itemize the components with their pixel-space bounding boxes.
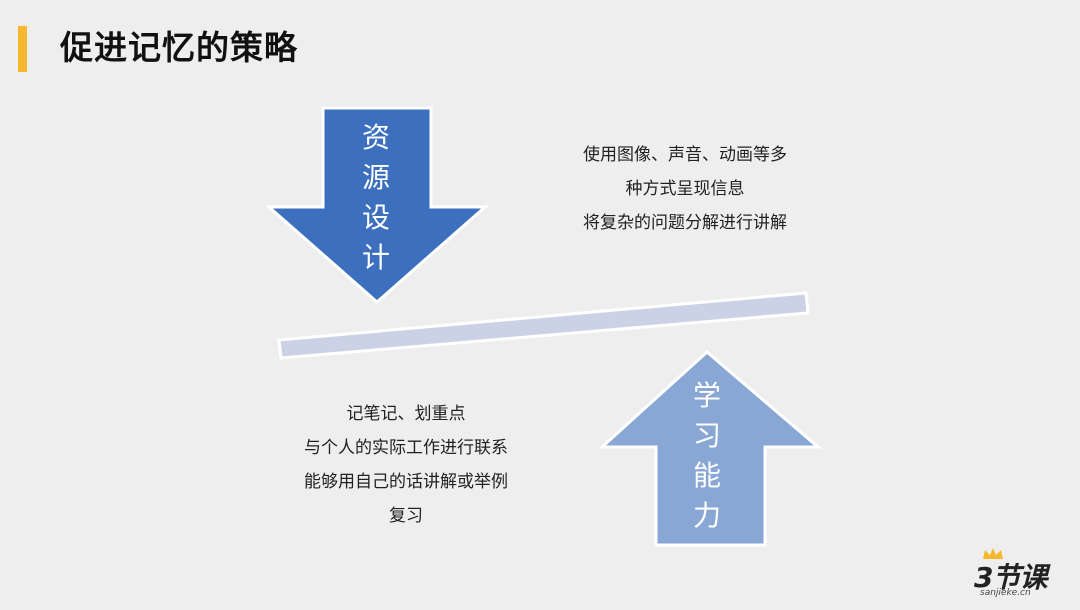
learning-note-line: 与个人的实际工作进行联系	[304, 438, 508, 458]
resource-down-arrow	[265, 106, 489, 304]
resource-label-char: 资	[361, 121, 390, 154]
logo-wordmark: 3节课	[974, 561, 1047, 594]
logo-domain: sanjieke.cn	[980, 588, 1031, 598]
resource-notes: 使用图像、声音、动画等多 种方式呈现信息 将复杂的问题分解进行讲解	[560, 138, 810, 240]
resource-label-char: 计	[361, 241, 390, 274]
title-accent-bar	[18, 26, 27, 72]
learning-label-char: 习	[692, 419, 721, 452]
slide-title: 促进记忆的策略	[60, 28, 298, 67]
learning-label-char: 能	[692, 459, 721, 492]
learning-note-line: 记笔记、划重点	[346, 404, 466, 424]
balance-beam	[277, 291, 810, 360]
crown-icon	[983, 548, 1003, 559]
learning-notes: 记笔记、划重点 与个人的实际工作进行联系 能够用自己的话讲解或举例 复习	[290, 397, 522, 533]
learning-arrow-label: 学 习 能 力	[677, 376, 737, 536]
learning-label-char: 学	[692, 379, 721, 412]
learning-note-line: 复习	[389, 506, 423, 526]
resource-note-line: 种方式呈现信息	[625, 179, 745, 199]
resource-arrow-label: 资 源 设 计	[346, 118, 406, 278]
resource-note-line: 将复杂的问题分解进行讲解	[583, 213, 787, 233]
brand-logo: 3节课 sanjieke.cn	[974, 548, 1070, 600]
learning-note-line: 能够用自己的话讲解或举例	[304, 472, 508, 492]
resource-label-char: 设	[361, 201, 390, 234]
resource-note-line: 使用图像、声音、动画等多	[583, 145, 787, 165]
resource-label-char: 源	[361, 161, 390, 194]
learning-up-arrow	[598, 350, 823, 547]
learning-label-char: 力	[692, 499, 721, 532]
